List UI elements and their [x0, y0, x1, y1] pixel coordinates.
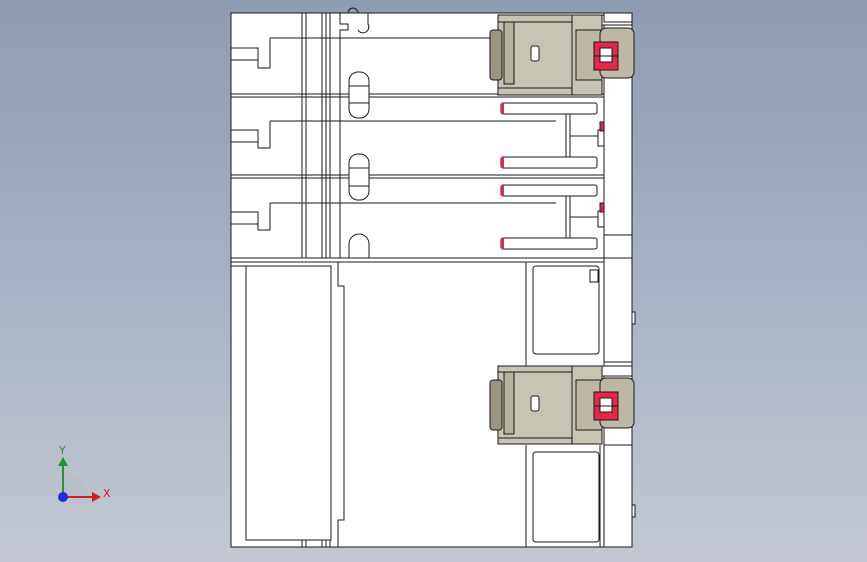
- label-panel: [245, 265, 332, 541]
- side-rail: [603, 21, 633, 548]
- x-axis-arrow: [92, 492, 101, 502]
- clamp-top[interactable]: [489, 14, 635, 96]
- bridge-row-2: [500, 102, 605, 169]
- bridge-row-3: [500, 184, 605, 250]
- y-axis-label: Y: [58, 444, 66, 457]
- x-axis-label: X: [103, 487, 111, 500]
- y-axis-arrow: [58, 457, 68, 466]
- slot-upper: [348, 71, 370, 119]
- triad-arc: [63, 471, 89, 497]
- window-upper: [532, 265, 600, 355]
- axis-triad: X Y: [58, 444, 111, 502]
- clamp-lower[interactable]: [489, 365, 635, 445]
- window-lower: [532, 451, 600, 543]
- z-axis-dot: [58, 492, 68, 502]
- slot-lower: [348, 153, 370, 201]
